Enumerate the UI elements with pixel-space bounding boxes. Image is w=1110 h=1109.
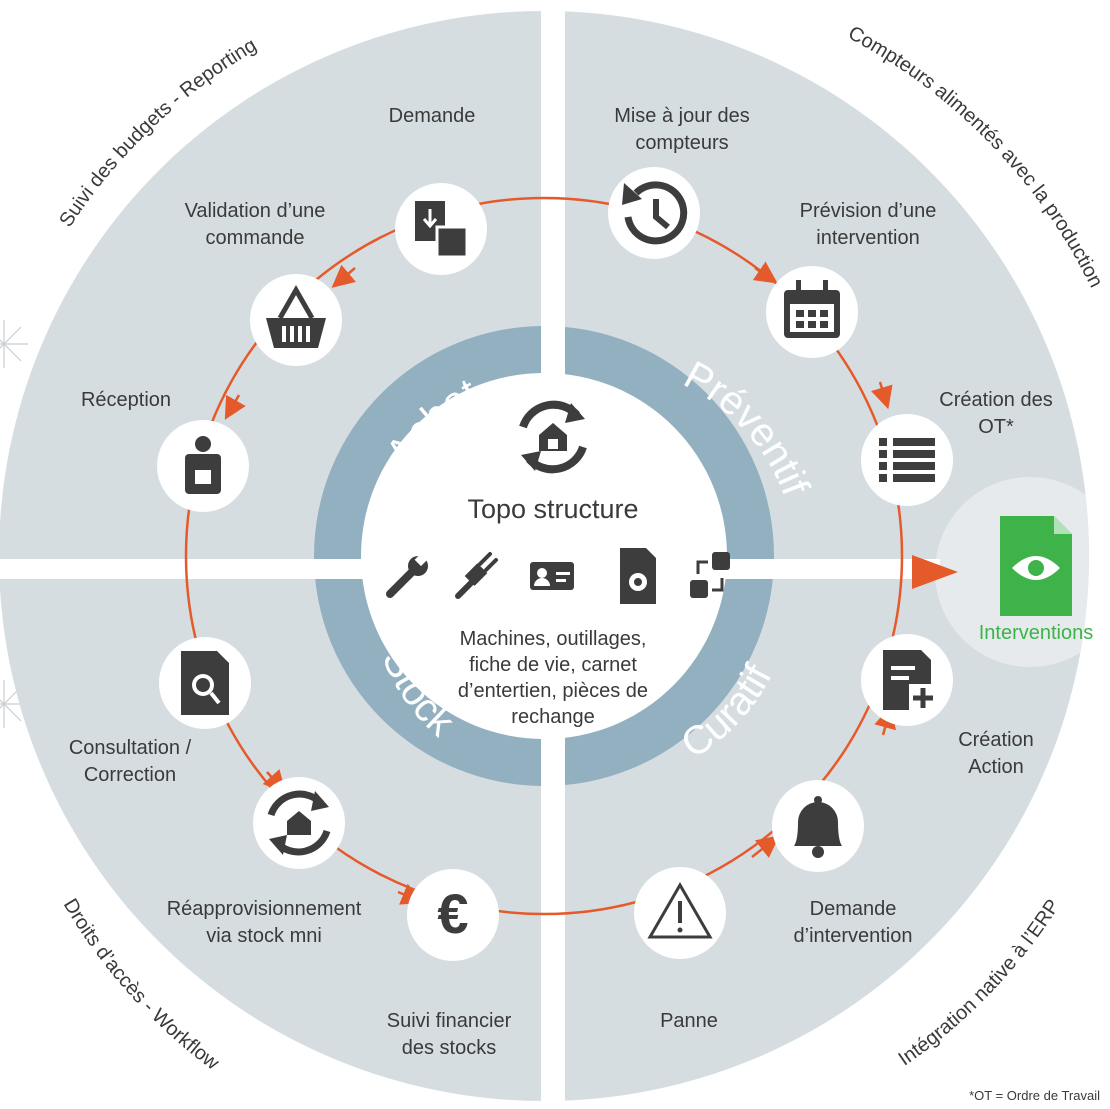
wrench-icon — [386, 552, 429, 598]
center-disc — [361, 373, 727, 739]
step-label: Panne — [660, 1010, 718, 1032]
step-label: Validation d’une — [185, 200, 326, 222]
center-description-line: d’entertien, pièces de — [458, 680, 648, 702]
flow-arrowhead — [331, 264, 357, 288]
step-label: Création des — [939, 389, 1052, 411]
step-maj-compteurs: Mise à jour des compteurs — [608, 105, 750, 259]
step-label: d’intervention — [794, 925, 913, 947]
settings-file-icon — [620, 548, 656, 604]
step-label: Correction — [84, 764, 176, 786]
package-import-icon — [415, 201, 469, 259]
divider-horizontal-right — [722, 559, 940, 579]
eye-file-icon — [1000, 516, 1072, 616]
step-label: Réapprovisionnement — [167, 898, 362, 920]
step-suivi-financier: € Suivi financier des stocks — [387, 869, 512, 1059]
step-consultation: Consultation / Correction — [69, 637, 251, 786]
plug-icon — [455, 552, 498, 599]
step-label: intervention — [816, 227, 919, 249]
list-icon — [879, 438, 935, 482]
center-description: Machines, outillages, fiche de vie, carne… — [458, 628, 648, 728]
basket-icon — [266, 284, 326, 348]
flow-arrowhead — [752, 261, 778, 284]
flow-circle — [184, 196, 904, 916]
center-title: Topo structure — [467, 494, 638, 524]
step-reception: Réception — [81, 389, 249, 512]
step-label: des stocks — [402, 1037, 496, 1059]
divider-vertical-bottom — [541, 736, 565, 1109]
step-panne: Panne — [634, 867, 726, 1032]
calendar-icon — [784, 280, 840, 338]
flow-arrowhead — [751, 835, 780, 858]
step-label: Mise à jour des — [614, 105, 750, 127]
step-validation: Validation d’une commande — [185, 200, 342, 366]
workflow-icon — [690, 552, 730, 598]
step-label: commande — [206, 227, 305, 249]
center-description-line: rechange — [511, 706, 594, 728]
flow-arrowhead — [224, 394, 246, 420]
center-description-line: Machines, outillages, — [460, 628, 647, 650]
step-label: OT* — [978, 416, 1014, 438]
step-prevision: Prévision d’une intervention — [766, 200, 936, 358]
step-label: Prévision d’une — [800, 200, 937, 222]
step-label: Demande — [389, 105, 476, 127]
step-label: Demande — [810, 898, 897, 920]
step-demande: Demande — [389, 105, 487, 275]
file-add-icon — [883, 650, 937, 712]
delivery-person-icon — [185, 436, 221, 494]
step-label: compteurs — [635, 132, 728, 154]
id-card-icon — [530, 562, 574, 590]
bell-icon — [794, 796, 842, 858]
euro-icon: € — [437, 882, 468, 945]
step-node-circle — [861, 414, 953, 506]
interventions-label: Interventions — [979, 622, 1094, 644]
step-reappro: Réapprovisionnement via stock mni — [167, 777, 362, 947]
step-node-circle — [407, 869, 499, 961]
warning-icon — [647, 881, 713, 939]
step-demande-intervention: Demande d’intervention — [772, 780, 912, 947]
footnote: *OT = Ordre de Travail — [969, 1088, 1100, 1103]
step-label: via stock mni — [206, 925, 322, 947]
step-label: Création — [958, 729, 1034, 751]
history-icon — [622, 181, 688, 245]
center-sync-icon — [519, 400, 587, 474]
interventions-arrow — [912, 555, 958, 589]
svg-text:€: € — [437, 882, 468, 945]
flow-arrowhead — [870, 381, 893, 410]
step-label: Réception — [81, 389, 171, 411]
step-label: Action — [968, 756, 1024, 778]
divider-vertical-top — [541, 0, 565, 376]
divider-horizontal-left — [0, 559, 364, 579]
step-label: Suivi financier — [387, 1010, 512, 1032]
warehouse-sync-icon — [267, 790, 331, 856]
file-search-icon — [181, 651, 229, 715]
center-description-line: fiche de vie, carnet — [469, 654, 637, 676]
step-label: Consultation / — [69, 737, 192, 759]
flow-arrows — [184, 196, 904, 916]
